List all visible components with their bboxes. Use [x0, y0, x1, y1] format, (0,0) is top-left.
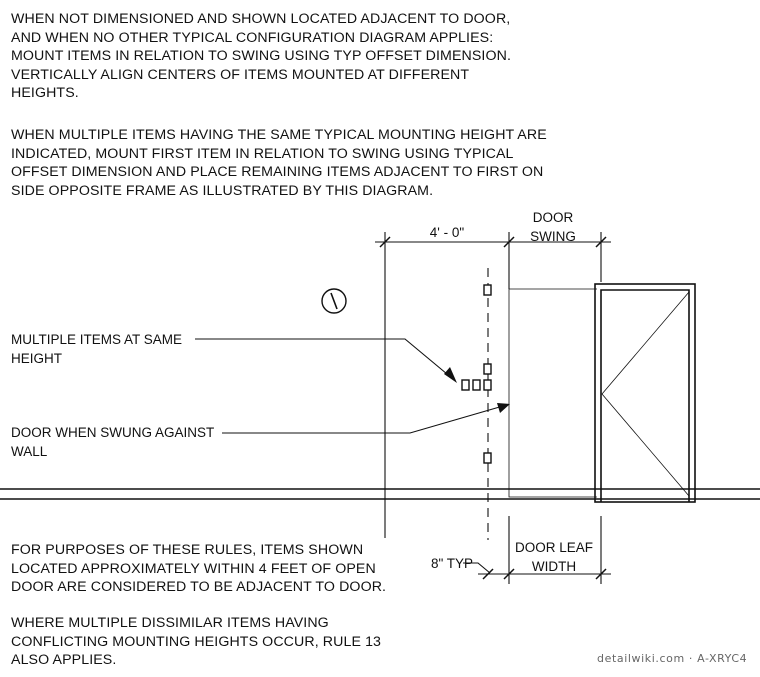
bottom-dimension-line — [478, 568, 611, 580]
note-multiple-items-rule: WHEN MULTIPLE ITEMS HAVING THE SAME TYPI… — [11, 127, 547, 199]
door-leaf-width-label-line-1: DOOR LEAF — [515, 540, 593, 555]
door-leaf-width-label-line-2: WIDTH — [532, 559, 576, 574]
item-lower — [483, 452, 492, 464]
item-first — [483, 379, 492, 391]
note-adjacent-door-rule: WHEN NOT DIMENSIONED AND SHOWN LOCATED A… — [11, 11, 511, 102]
item-second — [472, 379, 481, 391]
note-conflicting-heights: WHERE MULTIPLE DISSIMILAR ITEMS HAVING C… — [11, 615, 382, 669]
item-third — [461, 379, 470, 391]
leader-multiple-items — [195, 338, 457, 383]
wall-line — [0, 488, 760, 500]
door-swing-indicator — [601, 291, 690, 497]
item-upper — [483, 284, 492, 296]
door-swing-label-line-2: SWING — [530, 229, 576, 244]
item-middle — [483, 363, 492, 375]
door-frame — [594, 283, 696, 503]
callout-door-swung-line-2: WALL — [11, 444, 48, 459]
four-foot-dimension-label: 4' - 0" — [430, 225, 465, 240]
callout-multiple-items-line-2: HEIGHT — [11, 351, 62, 366]
top-dimension-line — [375, 236, 611, 248]
note-adjacency-definition: FOR PURPOSES OF THESE RULES, ITEMS SHOWN… — [11, 542, 387, 596]
callout-multiple-items-line-1: MULTIPLE ITEMS AT SAME — [11, 332, 182, 347]
door-swing-label-line-1: DOOR — [533, 210, 574, 225]
callout-door-swung-line-1: DOOR WHEN SWUNG AGAINST — [11, 425, 214, 440]
rule-marker-icon — [321, 288, 347, 314]
door-swung-against-wall — [508, 288, 597, 498]
watermark: detailwiki.com · A-XRYC4 — [597, 652, 747, 665]
typ-offset-label: 8" TYP — [431, 556, 473, 571]
leader-typ-offset — [463, 562, 491, 574]
mounted-items — [461, 284, 492, 464]
leader-door-swung — [222, 403, 510, 434]
